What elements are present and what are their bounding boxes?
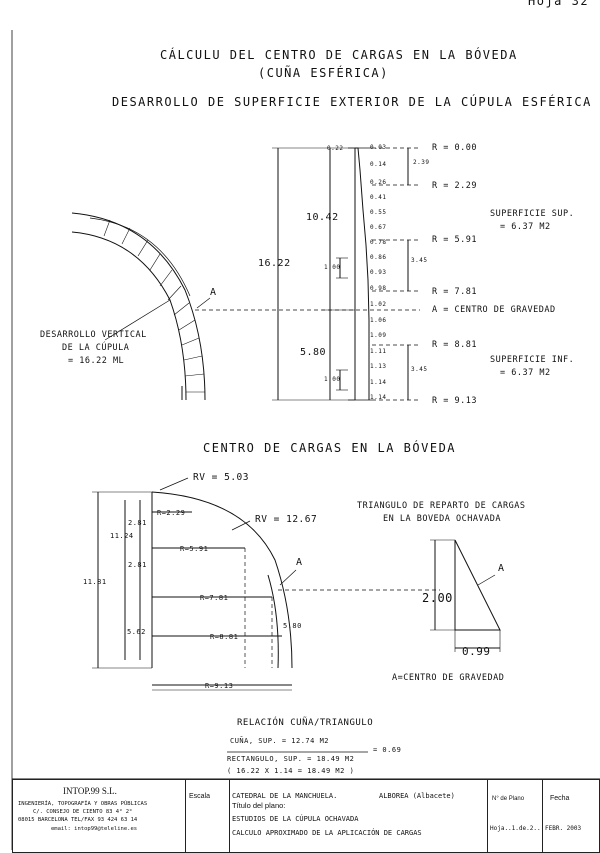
dim-lower: 5.80 xyxy=(300,347,327,358)
rv-1: RV = 5.03 xyxy=(193,472,249,483)
company-line-3: 08015 BARCELONA TEL/FAX 93 424 63 14 xyxy=(18,817,138,823)
project-name: CATEDRAL DE LA MANCHUELA. xyxy=(232,792,338,800)
point-a-triangle: A xyxy=(498,563,505,574)
r-label-5: R=9.13 xyxy=(205,682,234,690)
h-2-81-b: 2.81 xyxy=(128,561,147,569)
point-a-bottom: A xyxy=(296,557,303,568)
triangle-height: 2.00 xyxy=(422,591,453,605)
radius-1: R = 2.29 xyxy=(432,181,477,191)
sup-inf-value: = 6.37 M2 xyxy=(500,368,551,378)
r-label-1: R=2.29 xyxy=(157,509,186,517)
r-label-2: R=5.91 xyxy=(180,545,209,553)
company-line-2: C/. CONSEJO DE CIENTO 83 4° 2° xyxy=(33,809,133,815)
dim-upper: 10.42 xyxy=(306,212,339,223)
dim-step1: 1.00 xyxy=(324,264,341,271)
dim-top-width: 0.22 xyxy=(327,145,344,152)
relation-line2: RECTANGULO, SUP. = 18.49 M2 xyxy=(227,755,355,763)
point-a-top: A xyxy=(210,287,217,298)
h-5-62: 5.62 xyxy=(127,628,146,636)
width-value: 0.86 xyxy=(370,254,387,261)
width-value: 1.14 xyxy=(370,394,387,401)
width-value: 0.93 xyxy=(370,269,387,276)
dim-step2: 1.00 xyxy=(324,376,341,383)
company-line-1: INGENIERÍA, TOPOGRAFÍA Y OBRAS PÚBLICAS xyxy=(18,801,148,807)
plano-label: N° de Plano xyxy=(492,796,525,802)
dim-d1: 2.39 xyxy=(413,159,430,166)
radius-3: R = 7.81 xyxy=(432,287,477,297)
h-11-81: 11.81 xyxy=(83,578,107,586)
company-name: INTOP.99 S.L. xyxy=(63,786,117,796)
width-value: 0.03 xyxy=(370,144,387,151)
r-label-3: R=7.81 xyxy=(200,594,229,602)
plano-value: Hoja..1.de.2.. xyxy=(490,825,541,832)
width-value: 0.78 xyxy=(370,239,387,246)
titulo-line-2: CALCULO APROXIMADO DE LA APLICACIÓN DE C… xyxy=(232,829,422,837)
r-label-4: R=8.81 xyxy=(210,633,239,641)
relation-line3: ( 16.22 X 1.14 = 18.49 M2 ) xyxy=(227,767,355,775)
fecha-label: Fecha xyxy=(550,795,570,802)
width-value: 0.26 xyxy=(370,179,387,186)
fecha-cell: Fecha FEBR. 2003 xyxy=(542,779,600,853)
dim-total: 16.22 xyxy=(258,258,291,269)
section2-title: CENTRO DE CARGAS EN LA BÓVEDA xyxy=(203,441,457,455)
plano-cell: N° de Plano Hoja..1.de.2.. xyxy=(487,779,543,853)
width-value: 0.98 xyxy=(370,285,387,292)
h-11-24: 11.24 xyxy=(110,532,134,540)
triangle-title-2: EN LA BOVEDA OCHAVADA xyxy=(383,514,501,524)
dim-d3: 3.45 xyxy=(411,366,428,373)
section1-title: DESARROLLO DE SUPERFICIE EXTERIOR DE LA … xyxy=(112,95,592,109)
radius-5: R = 9.13 xyxy=(432,396,477,406)
dev-label-2: DE LA CÚPULA xyxy=(62,343,130,353)
h-2-81-a: 2.81 xyxy=(128,519,147,527)
sup-sup-label: SUPERFICIE SUP. xyxy=(490,209,575,219)
dim-d2: 3.45 xyxy=(411,257,428,264)
escala-cell: Escala xyxy=(184,779,230,853)
width-value: 1.13 xyxy=(370,363,387,370)
centro-gravedad-top: A = CENTRO DE GRAVEDAD xyxy=(432,305,556,315)
titulo-label: Título del plano: xyxy=(232,801,286,810)
relation-line1: CUÑA, SUP. = 12.74 M2 xyxy=(230,737,330,745)
centro-gravedad-bottom: A=CENTRO DE GRAVEDAD xyxy=(392,673,505,683)
width-value: 0.55 xyxy=(370,209,387,216)
radius-0: R = 0.00 xyxy=(432,143,477,153)
sup-inf-label: SUPERFICIE INF. xyxy=(490,355,575,365)
width-value: 0.67 xyxy=(370,224,387,231)
escala-label: Escala xyxy=(189,793,211,800)
company-line-4: email: intop99@teleline.es xyxy=(51,826,138,832)
radius-2: R = 5.91 xyxy=(432,235,477,245)
width-value: 1.06 xyxy=(370,317,387,324)
width-value: 0.41 xyxy=(370,194,387,201)
width-value: 1.14 xyxy=(370,379,387,386)
h-5-80: 5.80 xyxy=(283,622,302,630)
main-title: CÁLCULU DEL CENTRO DE CARGAS EN LA BÓVED… xyxy=(160,48,518,62)
sheet-label: Hoja 32 xyxy=(528,0,590,8)
width-value: 0.14 xyxy=(370,161,387,168)
titulo-line-1: ESTUDIOS DE LA CÚPULA OCHAVADA xyxy=(232,815,359,823)
rv-2: RV = 12.67 xyxy=(255,514,318,525)
width-value: 1.11 xyxy=(370,348,387,355)
relation-result: = 0.69 xyxy=(373,746,402,754)
triangle-title-1: TRIANGULO DE REPARTO DE CARGAS xyxy=(357,501,526,511)
relation-title: RELACIÓN CUÑA/TRIANGULO xyxy=(237,718,374,728)
width-value: 1.02 xyxy=(370,301,387,308)
project-location: ALBOREA (Albacete) xyxy=(379,792,455,800)
fecha-value: FEBR. 2003 xyxy=(545,825,582,832)
company-cell: INTOP.99 S.L. INGENIERÍA, TOPOGRAFÍA Y O… xyxy=(12,779,186,853)
radius-4: R = 8.81 xyxy=(432,340,477,350)
project-cell: CATEDRAL DE LA MANCHUELA. ALBOREA (Albac… xyxy=(229,779,488,853)
dev-label-1: DESARROLLO VERTICAL xyxy=(40,330,147,340)
sub-title: (CUÑA ESFÉRICA) xyxy=(258,66,389,80)
dev-label-3: = 16.22 ML xyxy=(68,356,125,366)
width-value: 1.09 xyxy=(370,332,387,339)
sup-sup-value: = 6.37 M2 xyxy=(500,222,551,232)
triangle-width: 0.99 xyxy=(462,645,491,658)
